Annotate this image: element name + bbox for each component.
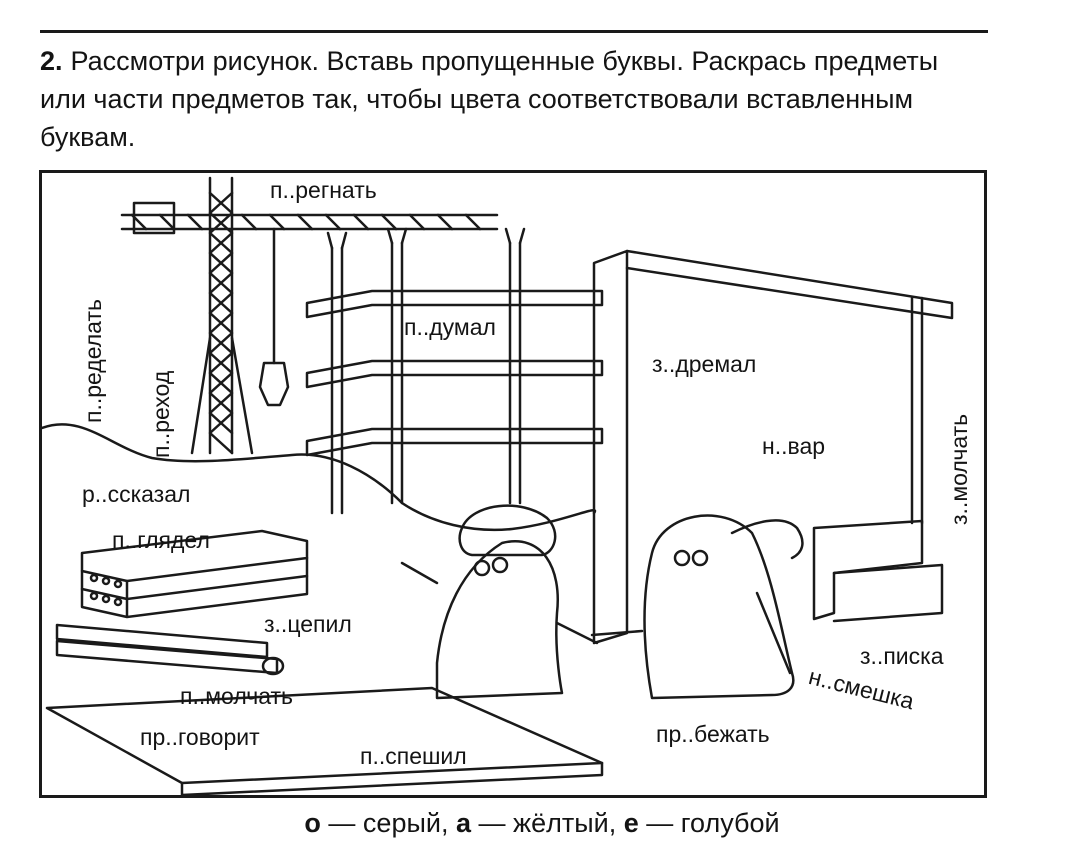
word-pribezhat: пр..бежать <box>656 721 770 747</box>
word-pospeshil: п..спешил <box>360 743 467 769</box>
word-zadremal: з..дремал <box>652 351 757 377</box>
characters-drawing <box>400 504 804 700</box>
word-navar: н..вар <box>762 433 826 459</box>
legend-dash-a: — <box>471 808 514 838</box>
top-rule <box>40 30 988 33</box>
legend-color-gray: серый <box>362 808 441 838</box>
word-peregnat: п..регнать <box>270 177 377 203</box>
task-number: 2. <box>40 46 63 76</box>
legend-sep-2: , <box>608 808 624 838</box>
panel-stack-drawing <box>80 529 309 619</box>
building-frame-drawing <box>305 227 604 515</box>
legend-letter-o: о <box>304 808 321 838</box>
word-poglyadel: п..глядел <box>112 527 210 553</box>
legend-color-blue: голубой <box>680 808 780 838</box>
picture-frame: п..регнать п..ределать п..реход п..думал… <box>39 170 987 798</box>
legend-letter-a: а <box>455 808 471 838</box>
steps-drawing <box>812 519 944 623</box>
color-legend: о — серый, а — жёлтый, е — голубой <box>0 806 1084 840</box>
word-zamolchat: з..молчать <box>946 413 972 525</box>
word-rasskazal: р..ссказал <box>82 481 191 507</box>
task-text: Рассмотри рисунок. Вставь пропущенные бу… <box>40 46 939 152</box>
legend-letter-e: е <box>623 808 639 838</box>
ground-line <box>42 423 597 532</box>
crane-drawing <box>120 176 499 455</box>
word-perehod: п..реход <box>148 370 174 458</box>
task-instruction: 2.Рассмотри рисунок. Вставь пропущенные … <box>40 42 988 156</box>
legend-sep-1: , <box>440 808 456 838</box>
legend-dash-o: — <box>320 808 363 838</box>
legend-color-yellow: жёлтый <box>513 808 609 838</box>
word-podumal: п..думал <box>404 314 496 340</box>
word-zapiska: з..писка <box>860 643 944 669</box>
construction-site-drawing <box>42 176 954 795</box>
word-peredelat: п..ределать <box>80 299 106 423</box>
floor-slab-drawing <box>45 686 604 785</box>
word-zacepil: з..цепил <box>264 611 352 637</box>
word-pomolchat: п..молчать <box>180 683 294 709</box>
pipes-drawing <box>55 623 285 676</box>
legend-dash-e: — <box>638 808 681 838</box>
word-progovorit: пр..говорит <box>140 724 260 750</box>
